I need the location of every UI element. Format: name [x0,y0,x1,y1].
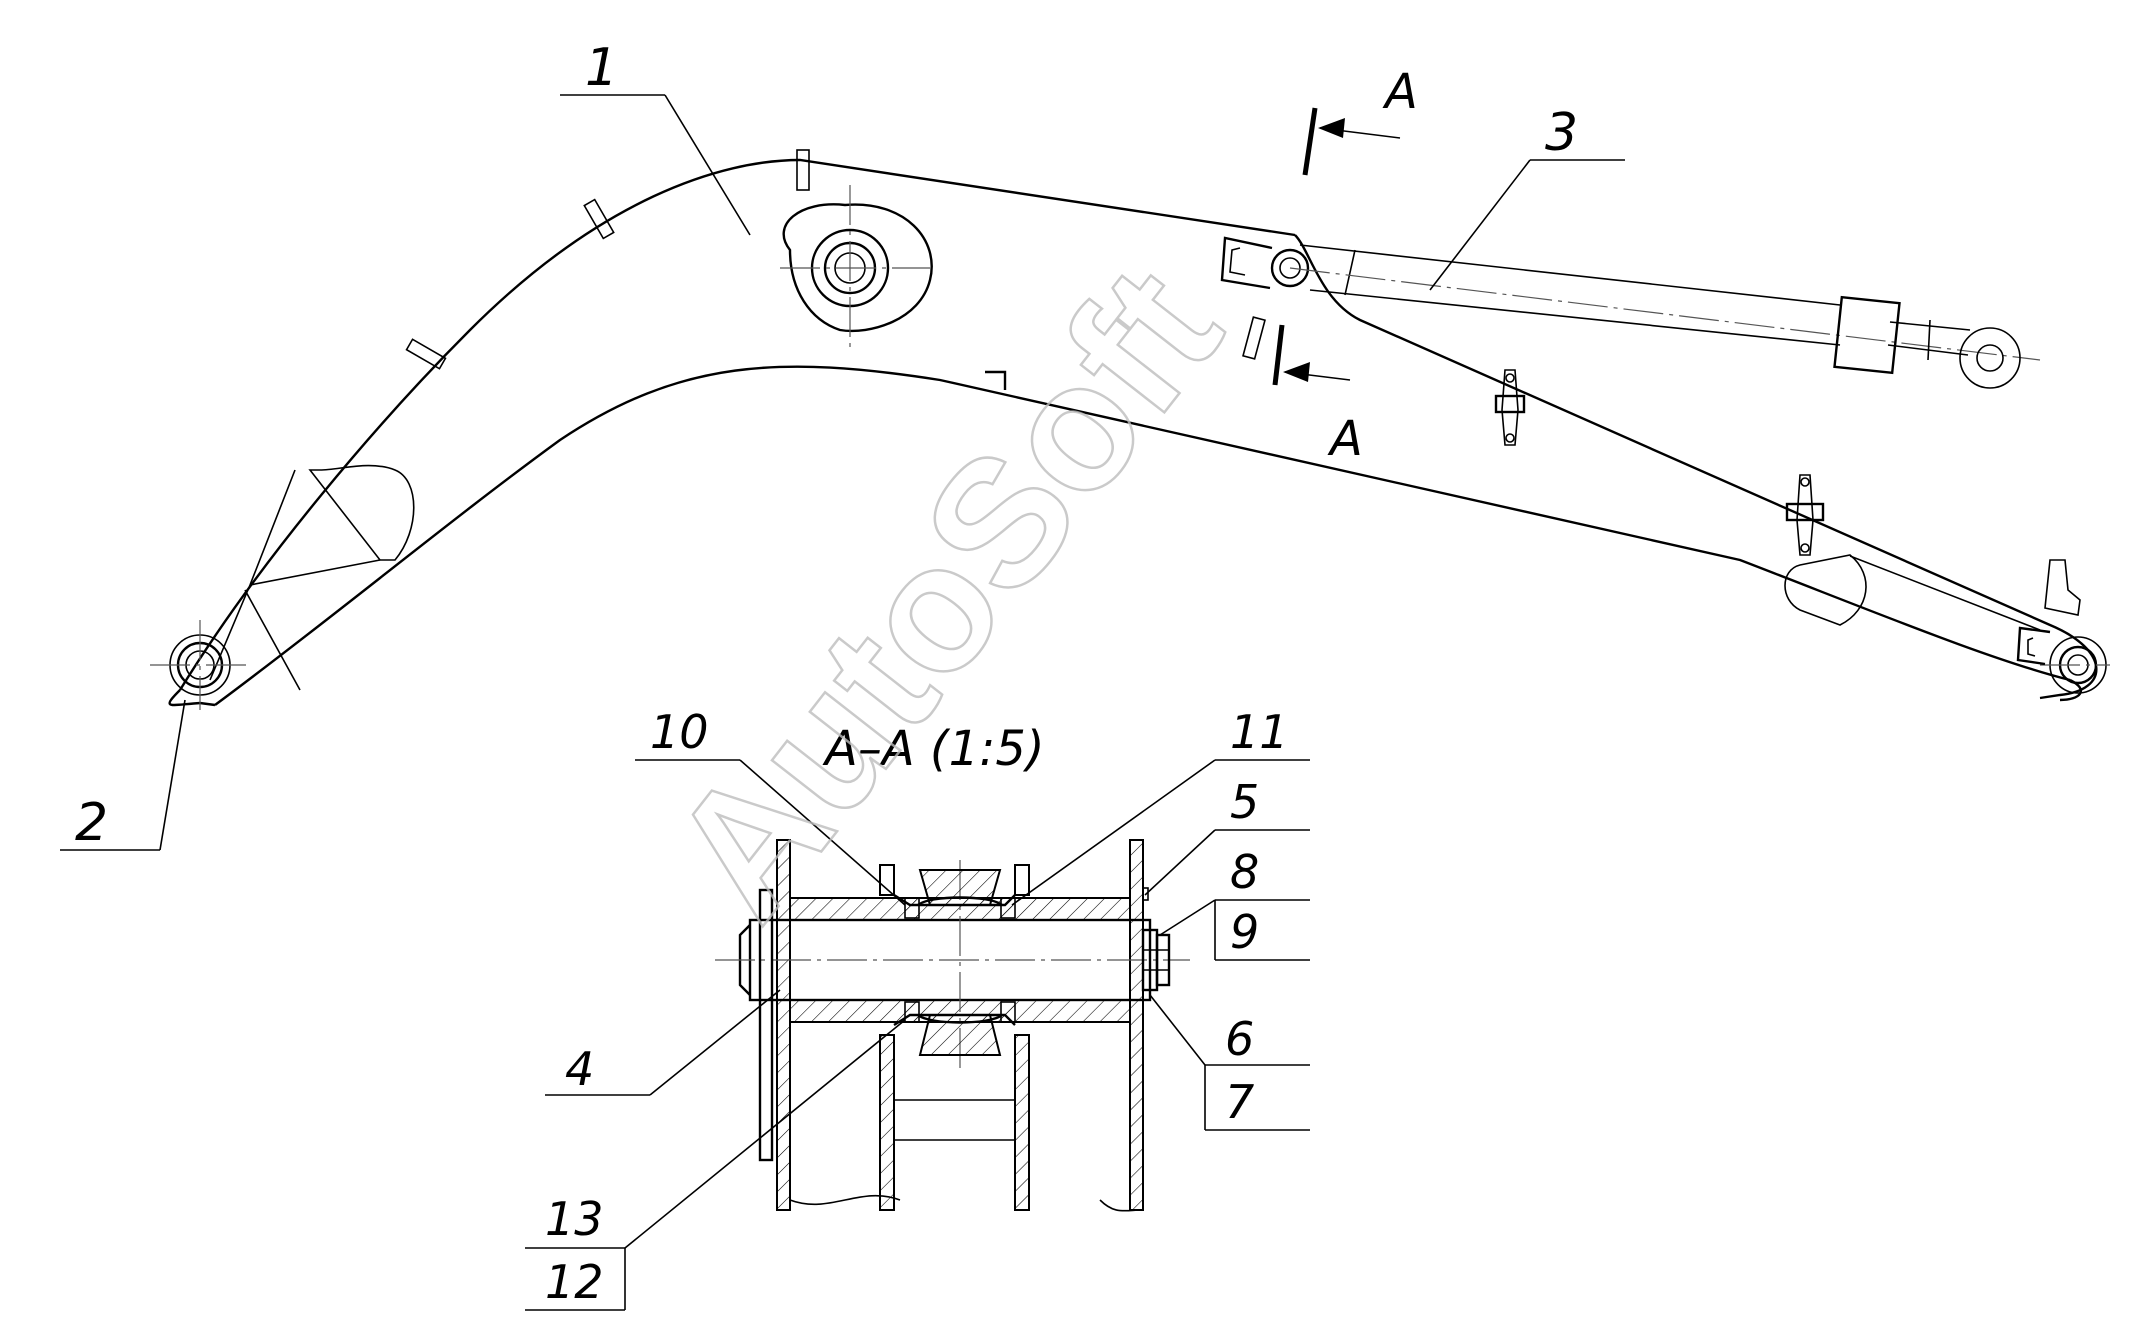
section-mark-a-bottom: A [1272,324,1363,467]
part-label-13: 13 [545,1192,604,1246]
section-view-aa: A–A (1:5) [715,721,1190,1212]
left-pivot-pin [150,620,250,710]
section-letter-bottom: A [1327,411,1363,467]
part-label-7: 7 [1225,1075,1254,1129]
hydraulic-cylinder [1289,244,2041,389]
part-label-9: 9 [1230,905,1259,959]
leader-part-3: 3 [1429,103,1625,291]
leader-part-12: 12 [525,1248,626,1311]
leader-part-9: 9 [1214,900,1310,961]
watermark-text: AutoSoft [632,232,1258,954]
leader-part-7: 7 [1204,1065,1310,1131]
section-mark-a-top: A [1302,64,1418,176]
leader-part-4: 4 [545,989,781,1096]
leader-part-5: 5 [1144,775,1310,896]
part-label-5: 5 [1230,775,1259,829]
part-label-6: 6 [1225,1012,1254,1066]
cylinder-mount-pin [1220,236,1310,290]
right-pivot-pin [2016,626,2110,694]
leader-part-10: 10 [635,705,906,906]
part-label-10: 10 [650,705,709,759]
part-label-1: 1 [585,38,618,98]
part-label-12: 12 [545,1255,604,1309]
part-label-4: 4 [565,1042,594,1096]
part-label-8: 8 [1230,845,1259,899]
leader-part-8: 8 [1159,845,1310,936]
hose-clips [405,149,2081,616]
section-letter-top: A [1382,64,1418,120]
leader-part-2: 2 [60,699,186,853]
leader-part-1: 1 [560,38,751,236]
central-pivot-boss [780,185,933,350]
part-label-11: 11 [1230,705,1289,759]
leader-part-6: 6 [1149,994,1310,1066]
part-label-3: 3 [1545,103,1578,163]
section-title: A–A (1:5) [822,721,1045,777]
corner-mark [985,370,1007,390]
part-label-2: 2 [75,793,108,853]
leader-part-11: 11 [1011,705,1310,906]
leader-part-13: 13 [525,1019,906,1249]
boom-body [150,149,2110,710]
